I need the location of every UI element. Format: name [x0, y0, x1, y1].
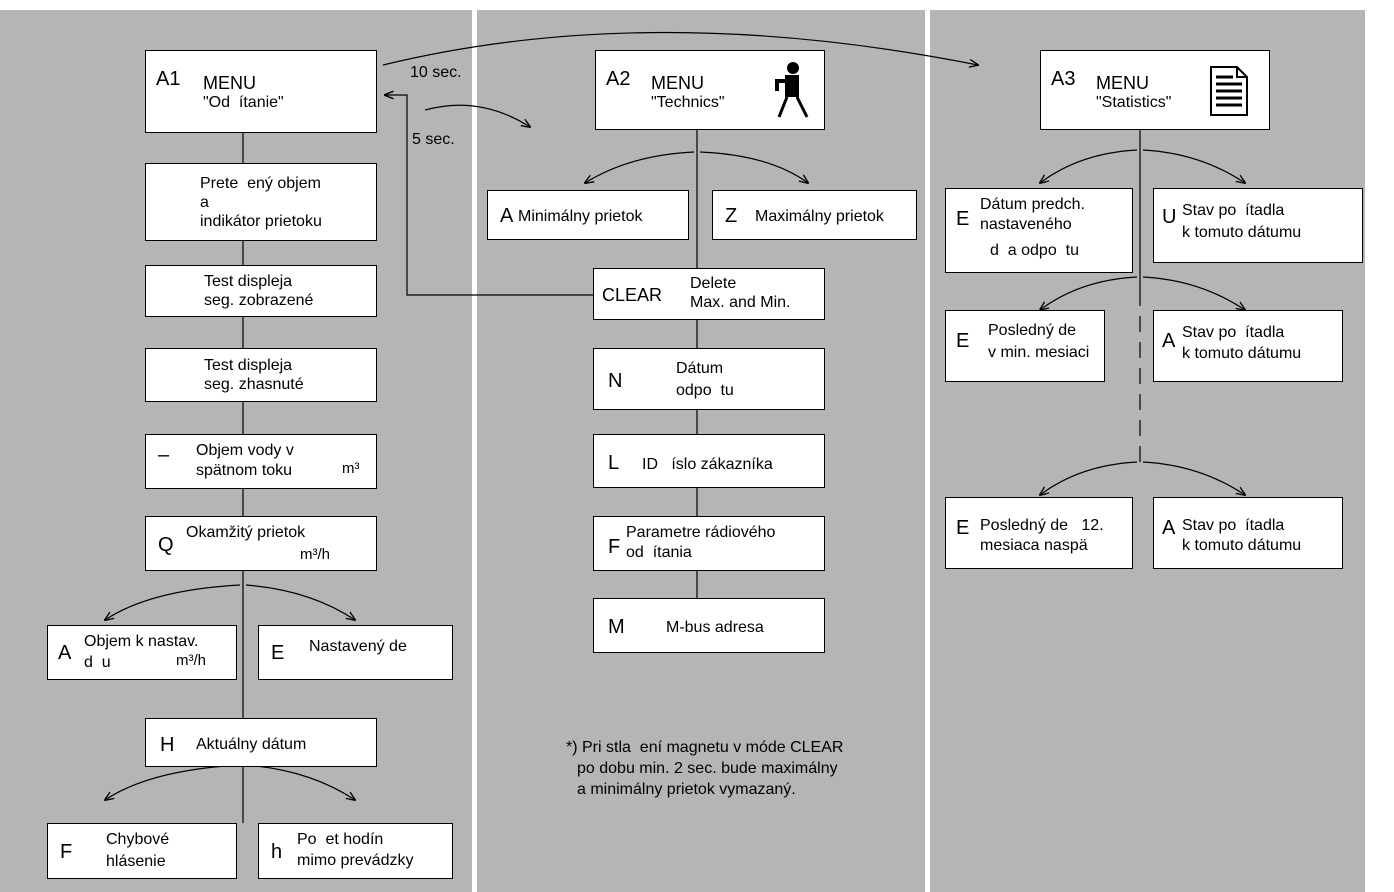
item-box[interactable]: – Objem vody v spätnom toku m³ — [145, 434, 377, 489]
item-box[interactable]: E Nastavený de — [258, 625, 453, 680]
item-box[interactable]: A Stav po ítadla k tomuto dátumu — [1153, 310, 1343, 382]
item-box[interactable]: F Chybové hlásenie — [47, 823, 237, 879]
column-divider-2 — [925, 10, 930, 892]
item-box[interactable]: F Parametre rádiového od ítania — [593, 516, 825, 571]
menu-label: MENU — [1096, 73, 1149, 93]
item-box[interactable]: Prete ený objem a indikátor prietoku — [145, 163, 377, 241]
column-divider-1 — [472, 10, 477, 892]
menu-name: "Statistics" — [1096, 94, 1172, 111]
menu-label: MENU — [203, 73, 256, 93]
item-box[interactable]: E Dátum predch. nastaveného d a odpo tu — [945, 188, 1133, 273]
menu-box-a1[interactable]: A1 MENU "Od ítanie" — [145, 50, 377, 133]
menu-name: "Od ítanie" — [203, 94, 284, 111]
item-box[interactable]: A Minimálny prietok — [487, 190, 689, 240]
item-box[interactable]: M M-bus adresa — [593, 598, 825, 653]
technician-icon — [775, 62, 809, 118]
menu-label: MENU — [651, 73, 704, 93]
document-icon — [1210, 66, 1248, 116]
unit: m³/h — [176, 652, 206, 669]
menu-box-a2[interactable]: A2 MENU "Technics" — [595, 50, 825, 130]
item-box[interactable]: h Po et hodín mimo prevádzky — [258, 823, 453, 879]
item-box[interactable]: L ID íslo zákazníka — [593, 434, 825, 488]
item-box[interactable]: A Objem k nastav. d u m³/h — [47, 625, 237, 680]
menu-box-a3[interactable]: A3 MENU "Statistics" — [1040, 50, 1270, 130]
item-box[interactable]: Z Maximálny prietok — [712, 190, 917, 240]
item-box[interactable]: H Aktuálny dátum — [145, 718, 377, 767]
item-box[interactable]: E Posledný de 12. mesiaca naspä — [945, 497, 1133, 569]
item-box[interactable]: Q Okamžitý prietok m³/h — [145, 516, 377, 571]
timer-10-label: 10 sec. — [410, 64, 462, 81]
item-box[interactable]: U Stav po ítadla k tomuto dátumu — [1153, 188, 1363, 263]
item-box[interactable]: N Dátum odpo tu — [593, 348, 825, 410]
menu-code: A3 — [1051, 68, 1076, 90]
menu-code: A2 — [606, 68, 631, 90]
unit: m³ — [342, 460, 360, 477]
unit: m³/h — [300, 546, 330, 563]
timer-5-label: 5 sec. — [412, 131, 455, 148]
item-box[interactable]: CLEAR Delete Max. and Min. — [593, 268, 825, 320]
item-box[interactable]: Test displeja seg. zobrazené — [145, 265, 377, 317]
menu-code: A1 — [156, 68, 181, 90]
item-box[interactable]: E Posledný de v min. mesiaci — [945, 310, 1105, 382]
item-box[interactable]: A Stav po ítadla k tomuto dátumu — [1153, 497, 1343, 569]
item-box[interactable]: Test displeja seg. zhasnuté — [145, 348, 377, 402]
menu-name: "Technics" — [651, 94, 725, 111]
